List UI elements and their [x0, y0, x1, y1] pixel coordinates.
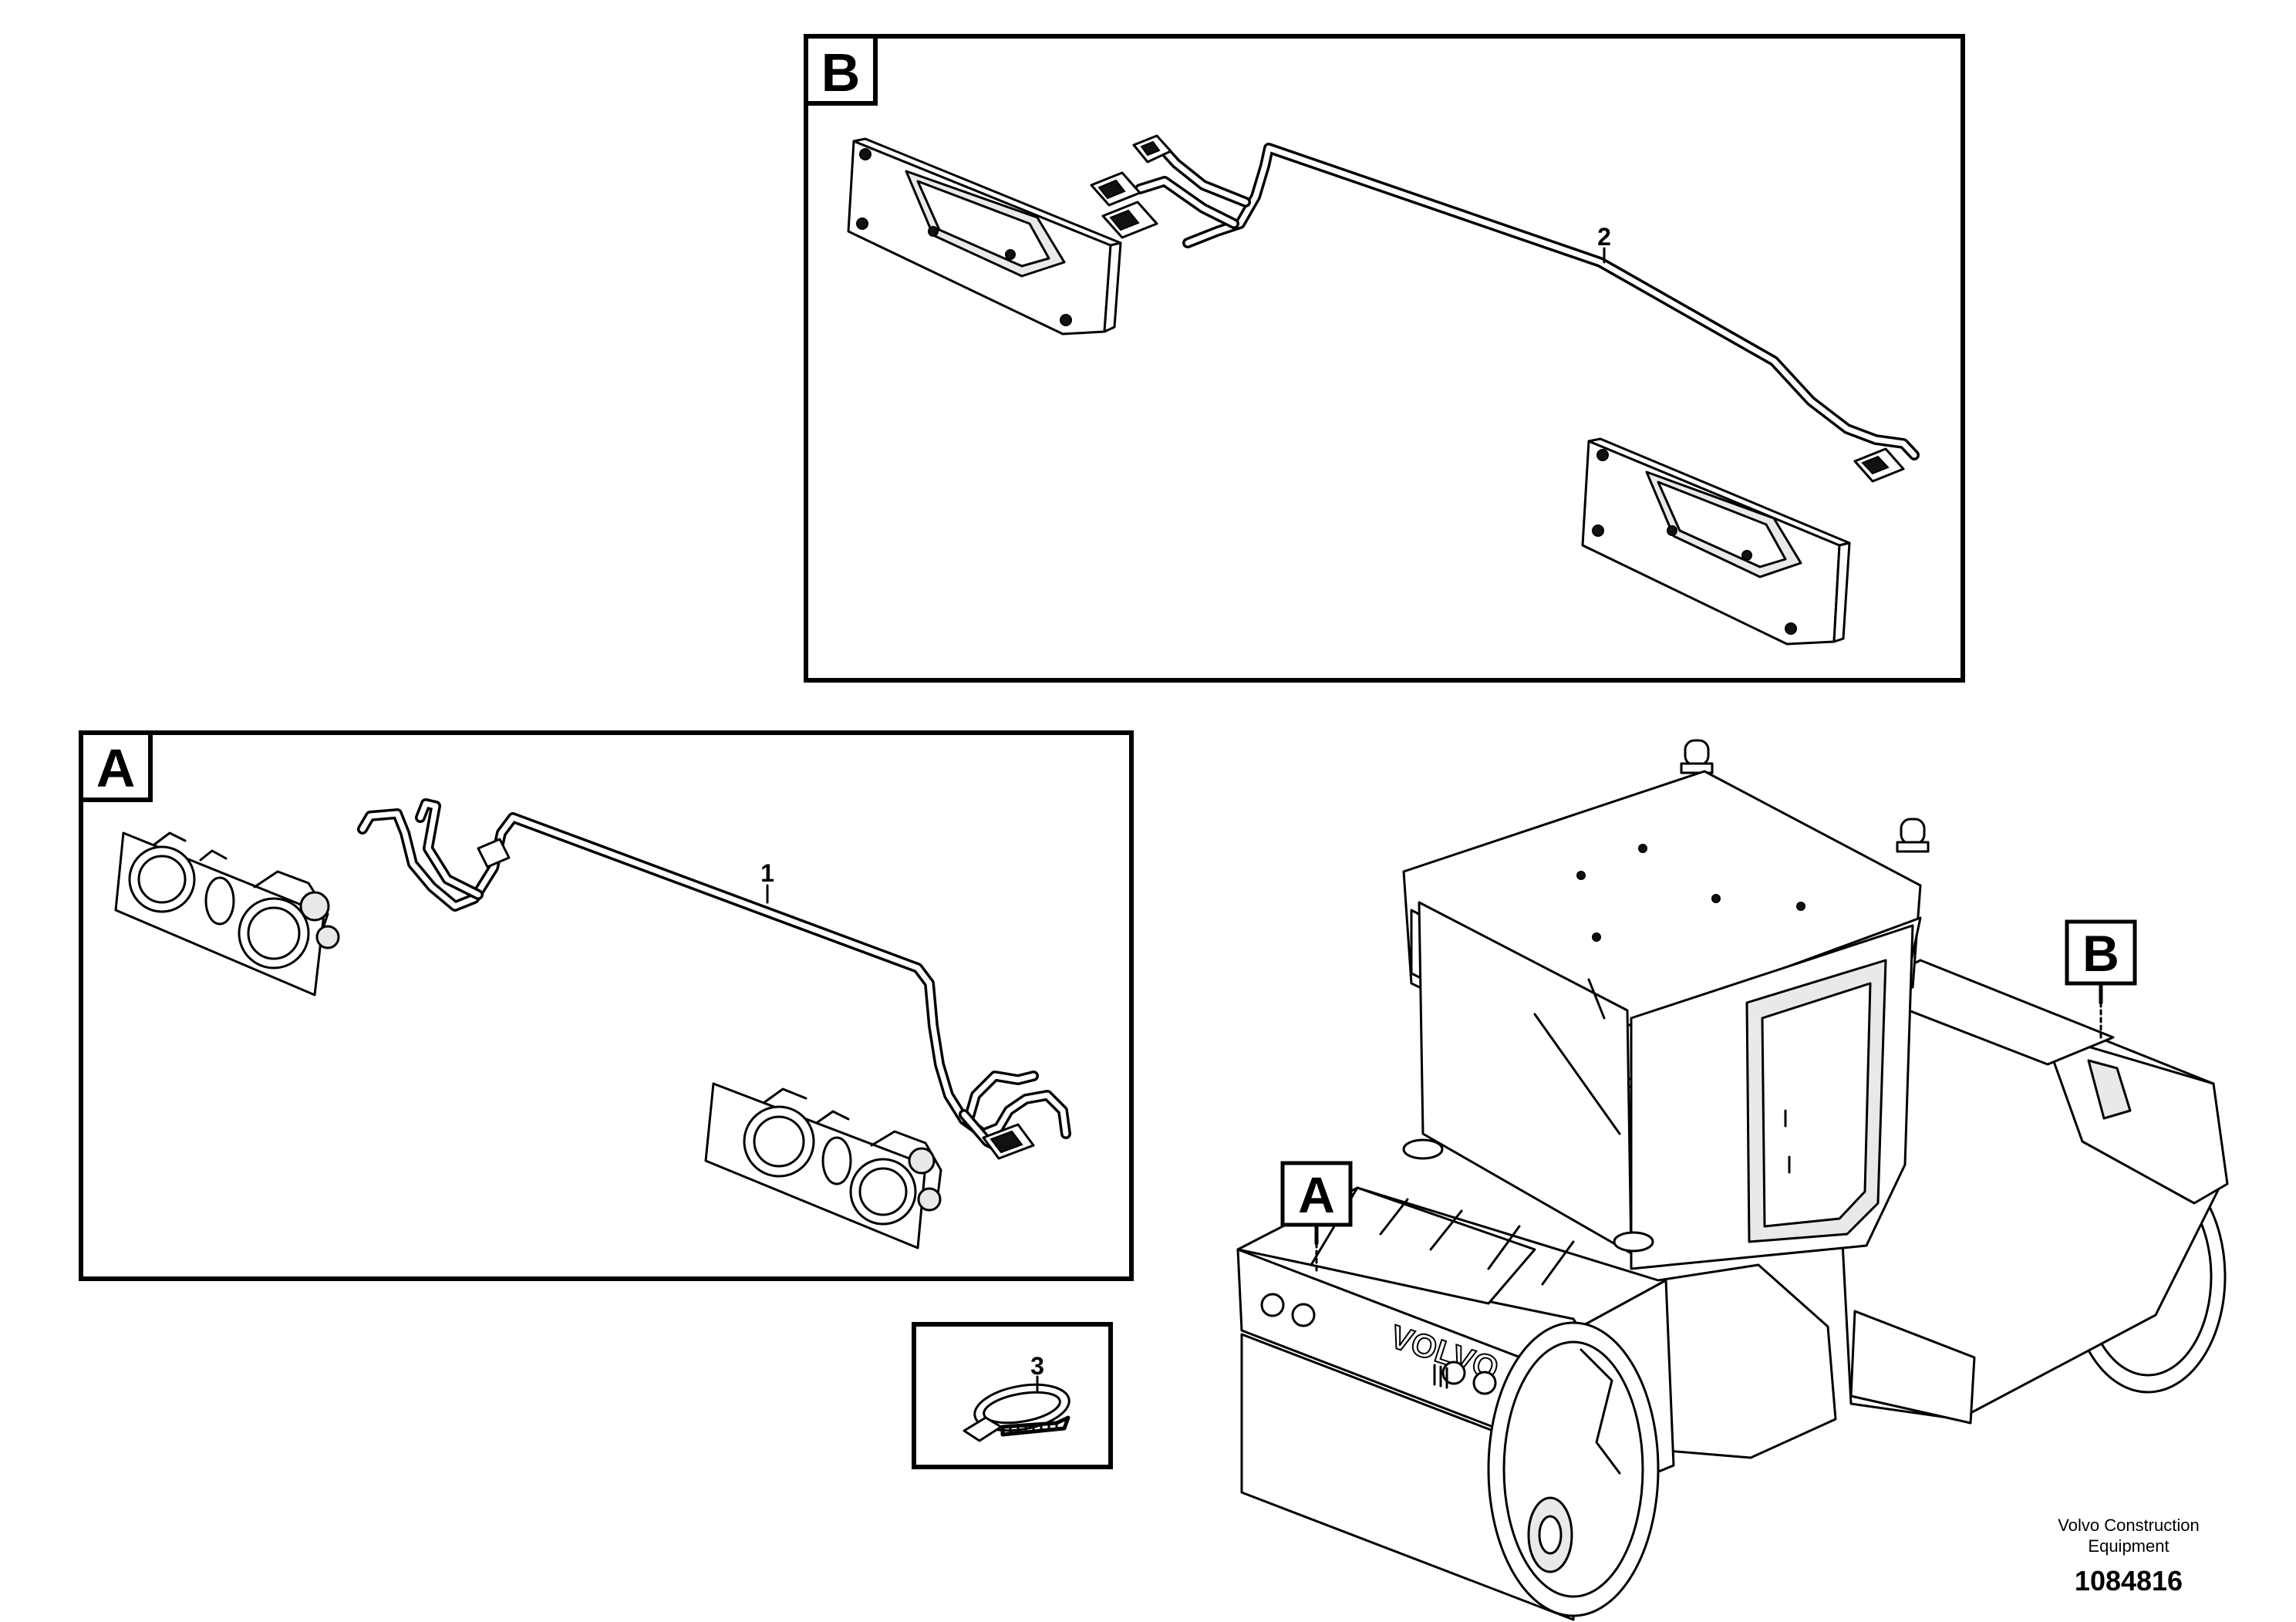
- part-number-3: 3: [1030, 1352, 1044, 1380]
- operator-cab: [1402, 770, 1922, 1270]
- detail-a-panel: A: [79, 730, 1134, 1281]
- callout-a-label: A: [1298, 1166, 1335, 1223]
- front-light-right: [704, 1082, 942, 1249]
- drawing-number: 1084816: [2075, 1565, 2183, 1597]
- cable-harness-1: [357, 798, 1071, 1160]
- callout-b-label: B: [2082, 925, 2119, 982]
- detail-b-label: B: [821, 42, 861, 103]
- detail-b-panel: B: [804, 34, 1965, 683]
- company-name-line2: Equipment: [2088, 1536, 2169, 1556]
- drawing-footer: Volvo Construction Equipment 1084816: [2058, 1516, 2199, 1597]
- callout-b: B: [2065, 919, 2137, 1039]
- part-number-1: 1: [760, 859, 774, 887]
- part-number-2: 2: [1597, 223, 1611, 251]
- rear-light-right: [1581, 437, 1851, 646]
- cable-tie-3: [963, 1383, 1070, 1442]
- front-light-left: [114, 831, 340, 996]
- detail-cable-tie-panel: 3: [912, 1322, 1113, 1469]
- rear-light-left: [847, 137, 1122, 336]
- company-name-line1: Volvo Construction: [2058, 1516, 2199, 1535]
- detail-a-label: A: [96, 738, 136, 798]
- asphalt-roller-illustration: VOLVO A B: [1236, 739, 2229, 1621]
- callout-a: A: [1280, 1161, 1353, 1274]
- front-drum: [1240, 1321, 1660, 1621]
- cable-harness-2: [1090, 134, 1920, 483]
